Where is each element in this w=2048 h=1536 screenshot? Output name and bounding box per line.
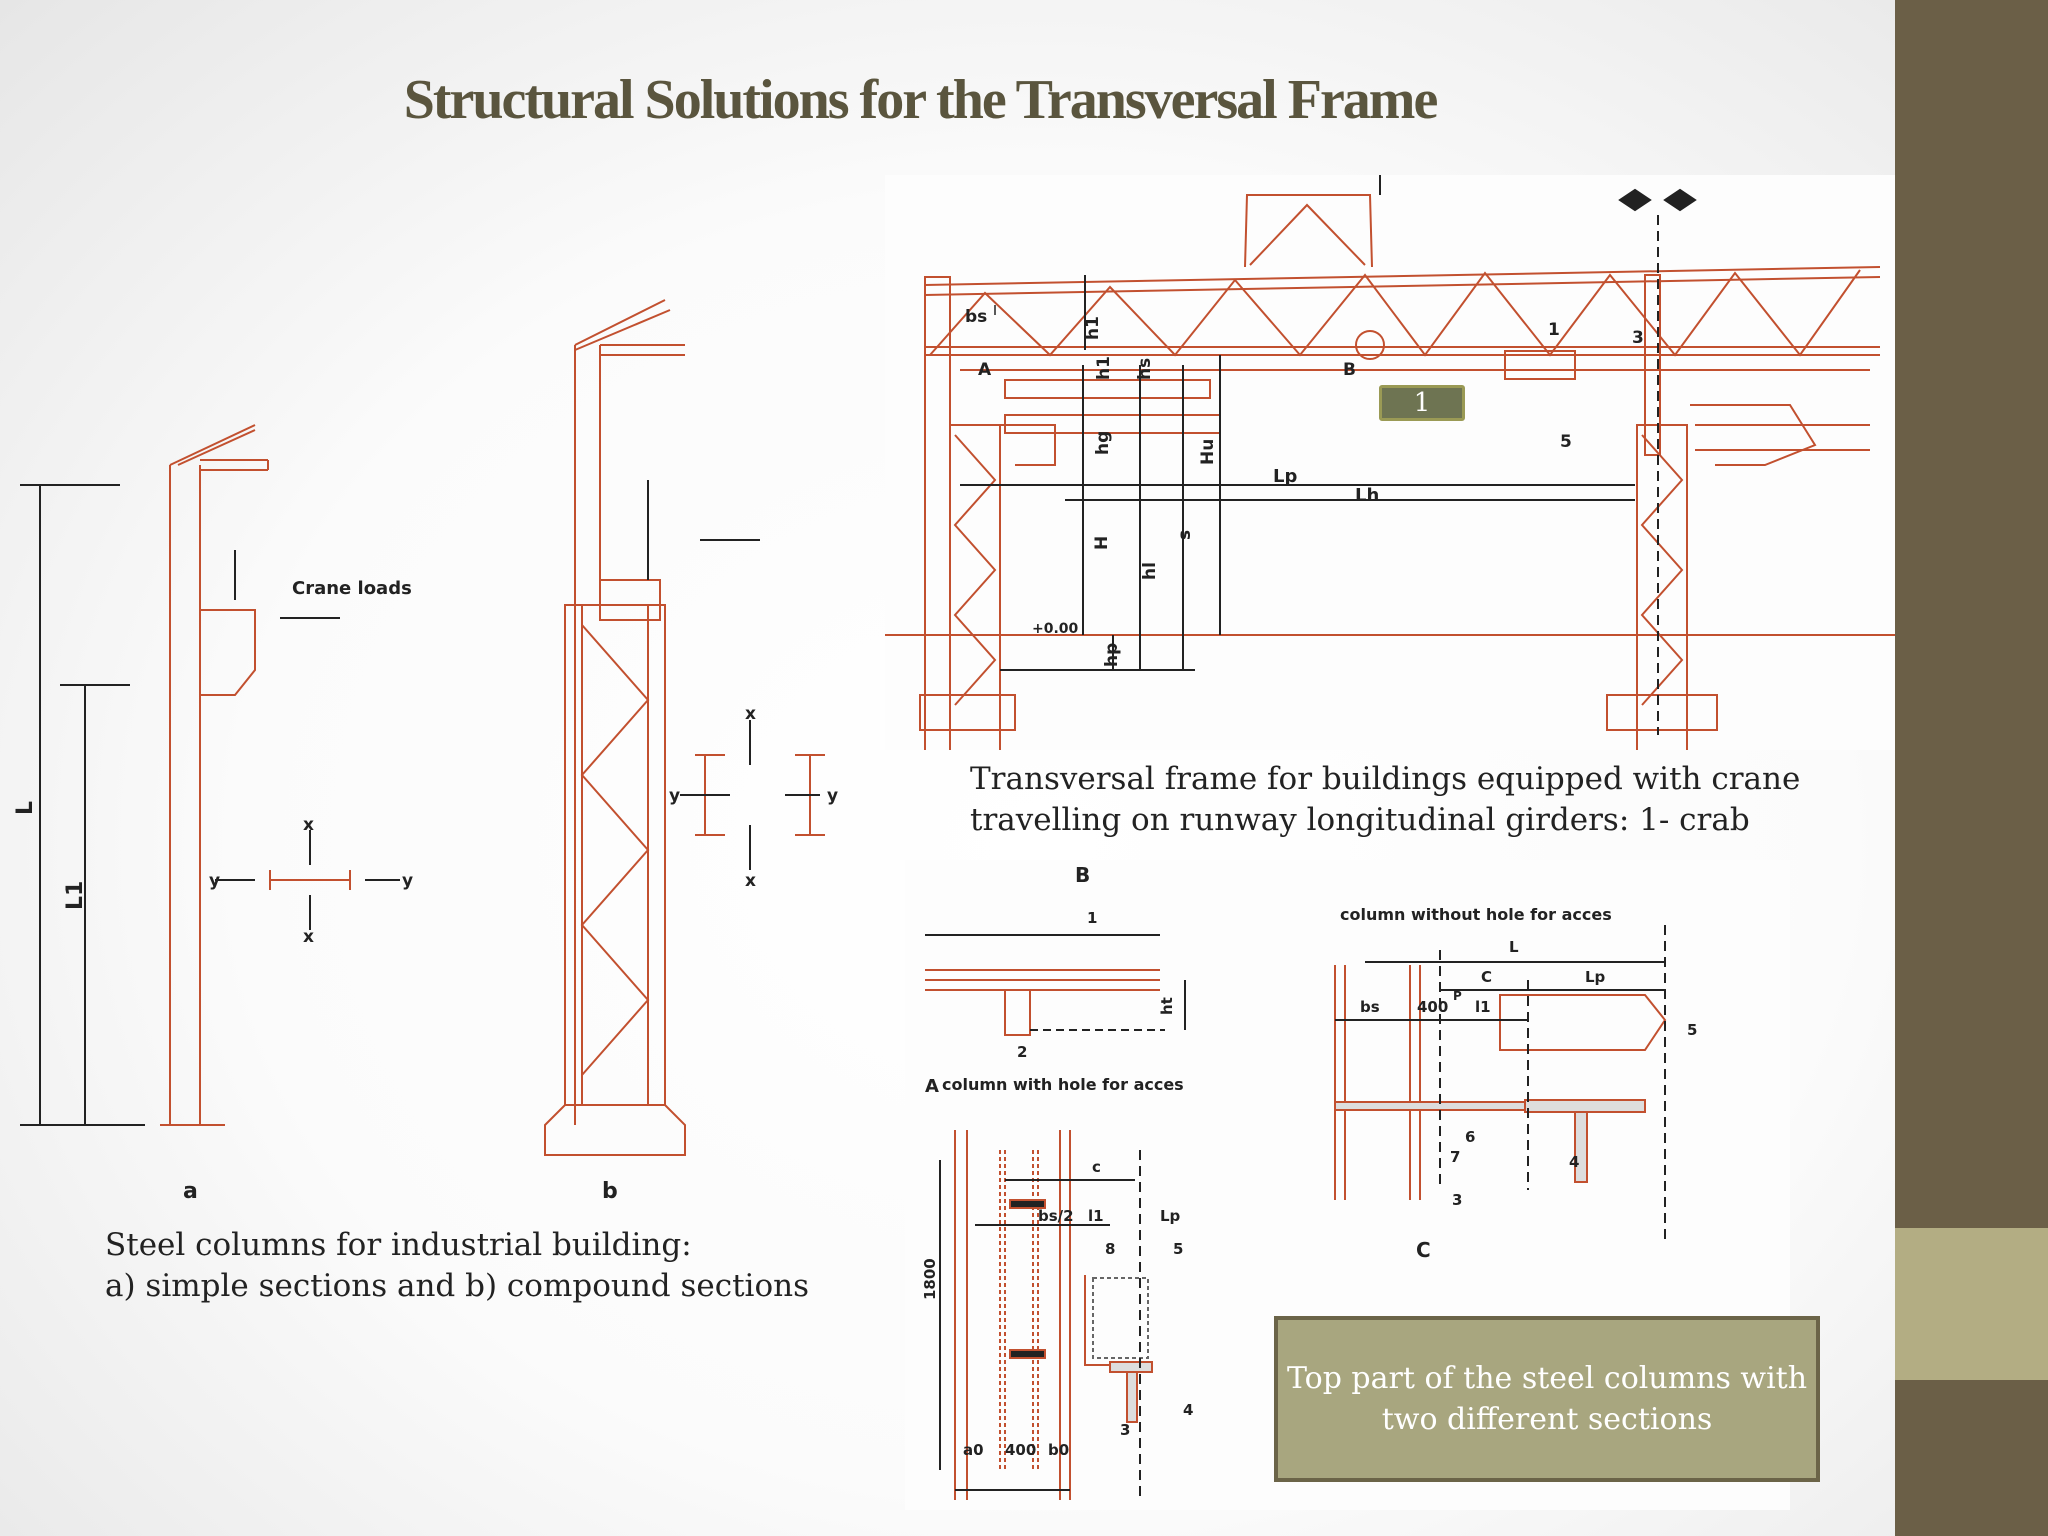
detail-label-A: A — [925, 1076, 939, 1097]
frame-label-bs: bs — [965, 307, 987, 327]
frame-label-s: s — [1175, 530, 1195, 540]
detail-C-label-Lp: Lp — [1585, 968, 1606, 986]
detail-callout-box: Top part of the steel columns with two d… — [1274, 1316, 1820, 1482]
frame-label-level: +0.00 — [1032, 621, 1079, 637]
columns-caption: Steel columns for industrial building: a… — [105, 1225, 809, 1307]
columns-caption-line2: a) simple sections and b) compound secti… — [105, 1268, 810, 1304]
frame-label-A: A — [978, 360, 992, 380]
detail-C-label-7: 7 — [1450, 1148, 1460, 1166]
detail-B-label-ht: ht — [1158, 997, 1176, 1015]
detail-C-label-400: 400 — [1417, 998, 1448, 1016]
detail-A-label-a0: a0 — [963, 1441, 984, 1459]
frame-label-Hu: Hu — [1198, 439, 1218, 465]
frame-caption-line2: travelling on runway longitudinal girder… — [970, 802, 1750, 838]
frame-label-H: H — [1092, 536, 1112, 550]
detail-C-label-L: L — [1509, 938, 1519, 956]
frame-caption: Transversal frame for buildings equipped… — [970, 759, 1800, 841]
frame-label-hl: hl — [1140, 562, 1160, 580]
detail-C-label-bs: bs — [1360, 998, 1380, 1016]
detail-C-label-3: 3 — [1452, 1191, 1462, 1209]
label-crane-loads: Crane loads — [292, 578, 412, 599]
detail-A-label-4: 4 — [1183, 1401, 1193, 1419]
detail-A-label-l1: l1 — [1088, 1207, 1104, 1225]
detail-C-label-C: C — [1481, 968, 1492, 986]
label-L: L — [13, 801, 38, 815]
detail-A-label-c: c — [1092, 1158, 1101, 1176]
detail-A-label-b0: b0 — [1048, 1441, 1069, 1459]
frame-label-3: 3 — [1632, 328, 1644, 348]
detail-C-label-6: 6 — [1465, 1128, 1475, 1146]
frame-label-hp: hp — [1102, 643, 1122, 667]
crab-marker-badge: 1 — [1379, 385, 1465, 421]
detail-A-label-400: 400 — [1005, 1441, 1036, 1459]
detail-label-B: B — [1075, 863, 1090, 887]
detail-A-label-5: 5 — [1173, 1240, 1183, 1258]
detail-C-label-5: 5 — [1687, 1021, 1697, 1039]
columns-drawing: L L1 Crane loads y y x x y y x x a b — [0, 280, 870, 1220]
label-y-b-right: y — [827, 786, 838, 806]
detail-B-label-1: 1 — [1087, 909, 1097, 927]
label-b: b — [602, 1179, 618, 1204]
label-a: a — [183, 1179, 198, 1204]
detail-A-label-bs2: bs/2 — [1038, 1207, 1074, 1225]
label-x-bottom: x — [303, 927, 314, 947]
detail-C-title: column without hole for acces — [1340, 905, 1612, 924]
callout-line1: Top part of the steel columns with — [1286, 1361, 1808, 1396]
frame-label-5: 5 — [1560, 432, 1572, 452]
frame-label-Lh: Lh — [1355, 485, 1379, 506]
label-y-right: y — [402, 871, 413, 891]
detail-A-title: column with hole for acces — [942, 1075, 1184, 1094]
detail-C-label-4: 4 — [1569, 1153, 1579, 1171]
frame-label-h1: h1 — [1094, 356, 1114, 380]
frame-label-h1-top: h1 — [1083, 316, 1103, 340]
frame-label-hg: hg — [1093, 431, 1113, 455]
slide-title: Structural Solutions for the Transversal… — [403, 69, 1439, 131]
detail-C-label-P: P — [1453, 989, 1462, 1003]
frame-label-B: B — [1343, 360, 1356, 380]
frame-drawing: bs h1 h1 hs hg Hu H hl s hp A B Lp Lh +0… — [885, 175, 1895, 750]
callout-line2: two different sections — [1381, 1402, 1713, 1437]
frame-caption-line1: Transversal frame for buildings equipped… — [970, 761, 1801, 797]
label-x-b-top: x — [745, 704, 756, 724]
label-y-left: y — [209, 871, 220, 891]
detail-B-label-2: 2 — [1017, 1043, 1027, 1061]
detail-A-label-3: 3 — [1120, 1421, 1130, 1439]
detail-A-label-1800: 1800 — [921, 1258, 939, 1300]
label-x-b-bottom: x — [745, 871, 756, 891]
columns-caption-line1: Steel columns for industrial building: — [105, 1227, 692, 1263]
detail-label-C: C — [1416, 1238, 1431, 1262]
detail-C-label-l1: l1 — [1475, 998, 1491, 1016]
detail-A-label-8: 8 — [1105, 1240, 1115, 1258]
label-y-b-left: y — [669, 786, 680, 806]
label-x-top: x — [303, 815, 314, 835]
label-L1: L1 — [63, 881, 88, 910]
frame-label-Lp: Lp — [1273, 466, 1297, 487]
side-band-light — [1895, 1228, 2048, 1380]
frame-label-hs: hs — [1135, 358, 1155, 380]
frame-label-1: 1 — [1548, 320, 1560, 340]
detail-A-label-Lp: Lp — [1160, 1207, 1181, 1225]
